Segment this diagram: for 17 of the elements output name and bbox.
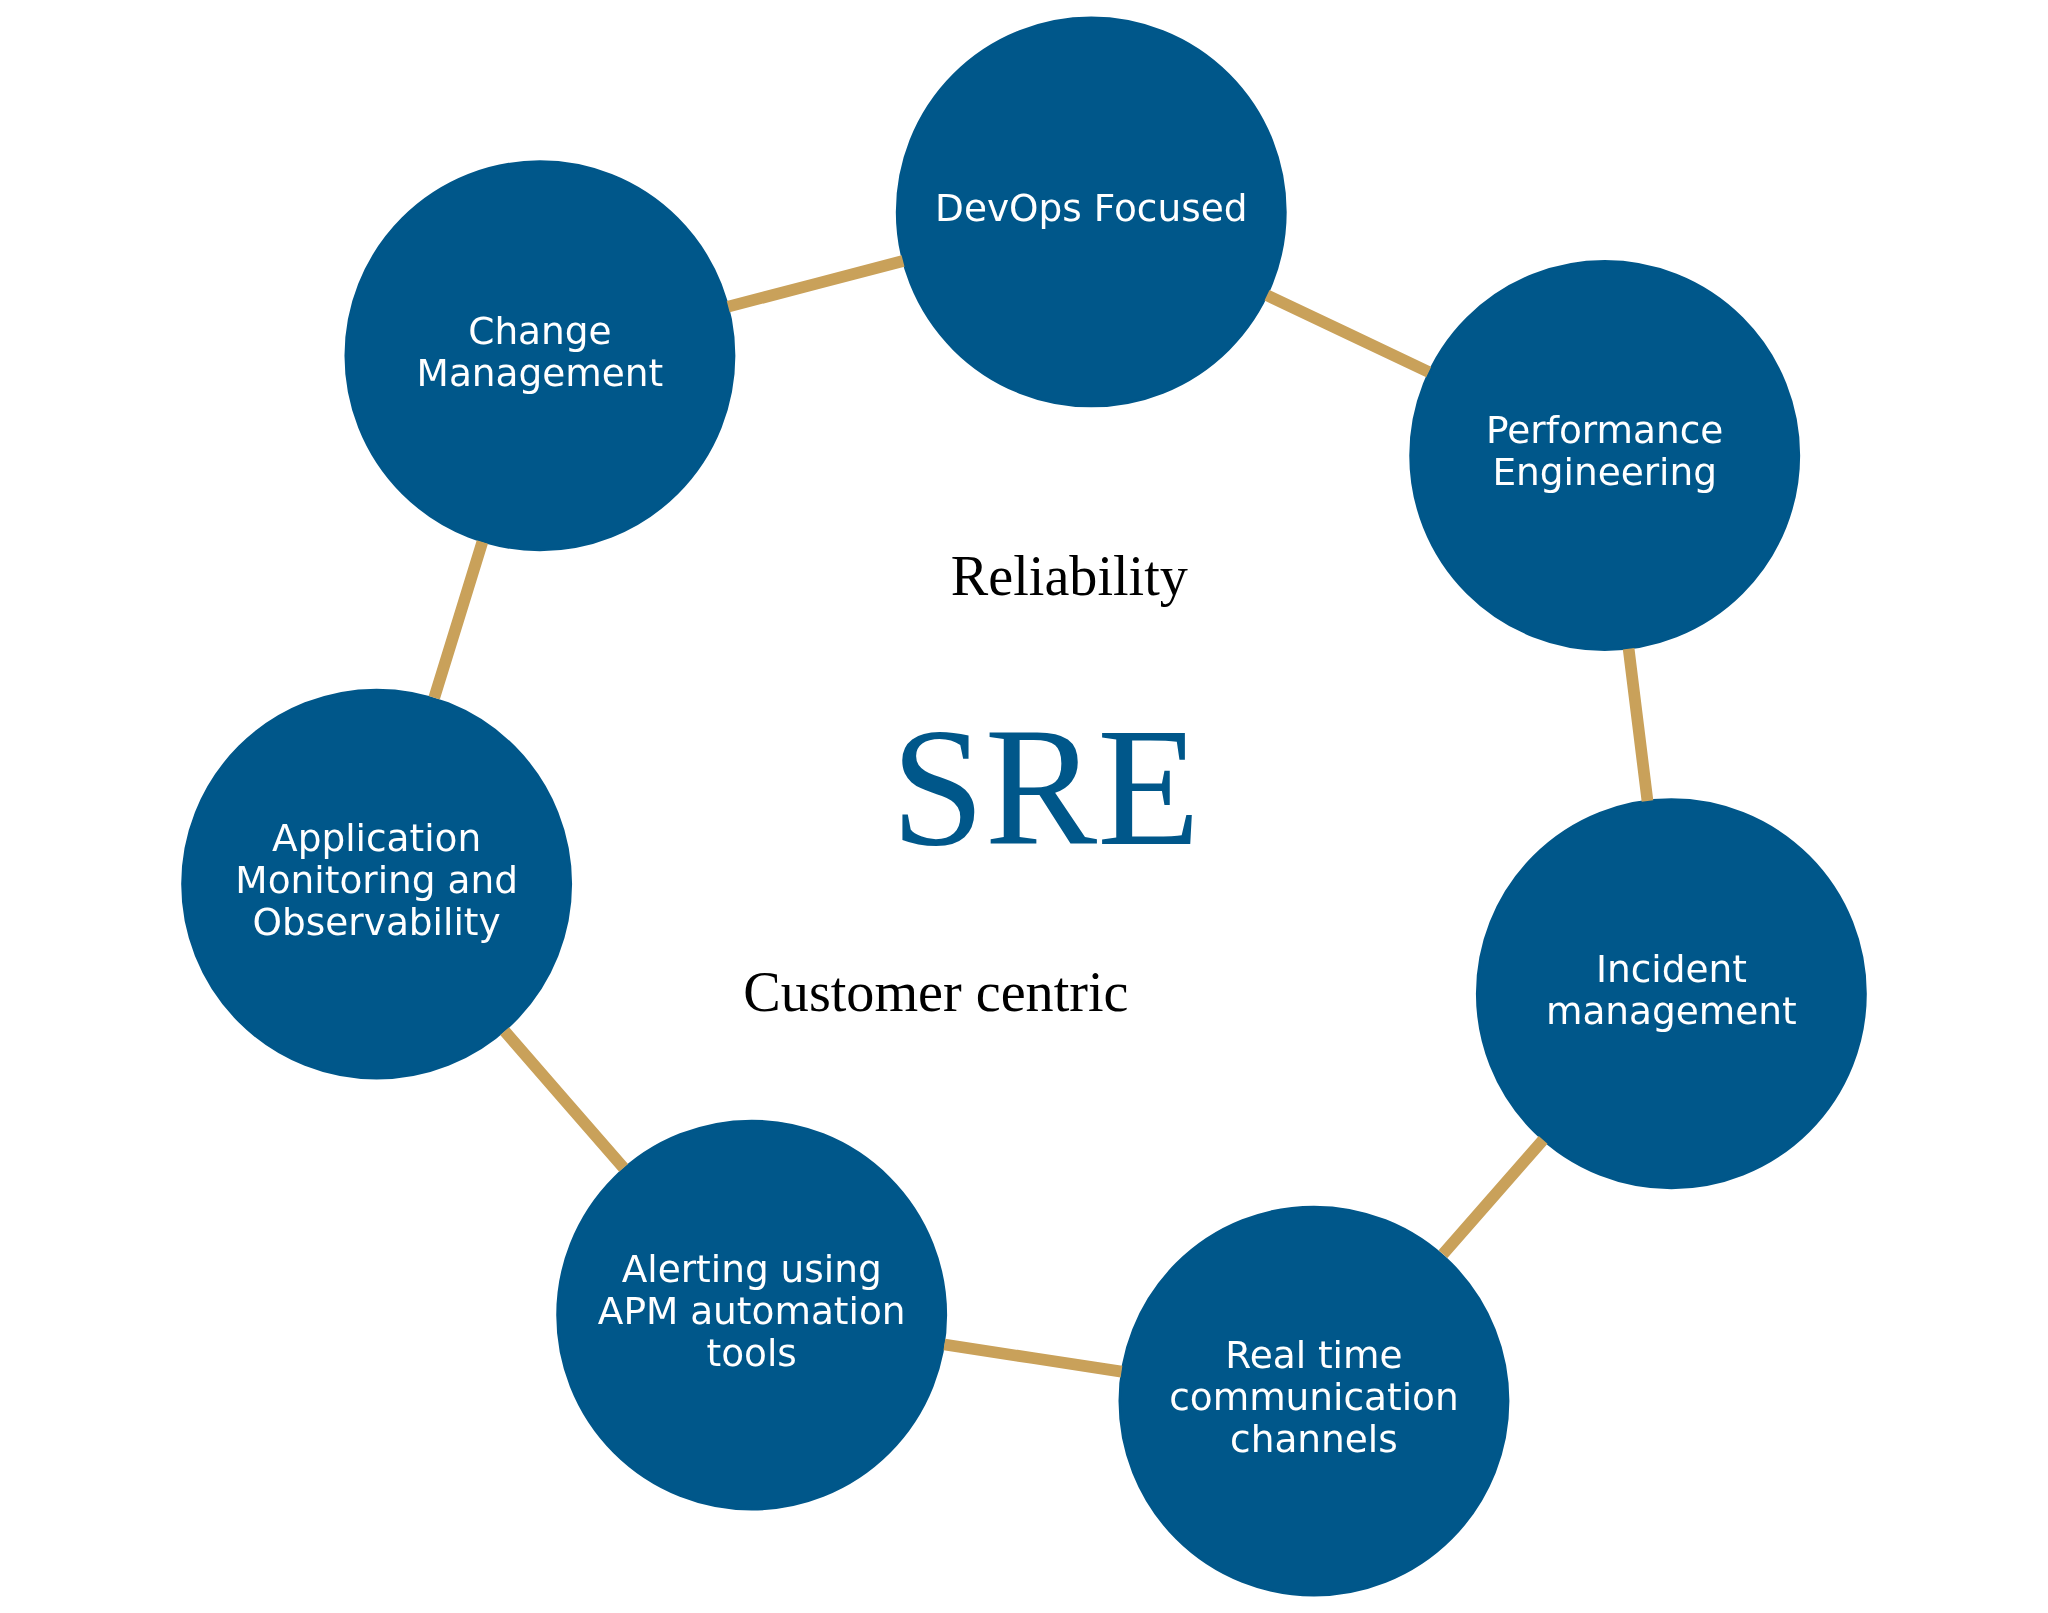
connector bbox=[428, 540, 488, 700]
connector bbox=[500, 1027, 629, 1172]
node-circle: Real time communication channels bbox=[1118, 1205, 1510, 1597]
connector bbox=[726, 255, 905, 313]
connector bbox=[1438, 1136, 1548, 1258]
connector bbox=[1264, 290, 1432, 378]
label: Reliability bbox=[950, 544, 1188, 607]
connector bbox=[943, 1338, 1123, 1378]
label: Customer centric bbox=[743, 960, 1129, 1023]
node-circle: Performance Engineering bbox=[1409, 260, 1801, 651]
node-circle: Alerting using APM automation tools bbox=[556, 1119, 948, 1511]
node-circle: Application Monitoring and Observability bbox=[181, 688, 573, 1080]
node-circle: DevOps Focused bbox=[895, 16, 1287, 408]
node-circle: Change Management bbox=[344, 160, 736, 552]
connector bbox=[1622, 648, 1654, 802]
node-circle: Incident management bbox=[1475, 798, 1867, 1190]
label: SRE bbox=[891, 694, 1201, 881]
